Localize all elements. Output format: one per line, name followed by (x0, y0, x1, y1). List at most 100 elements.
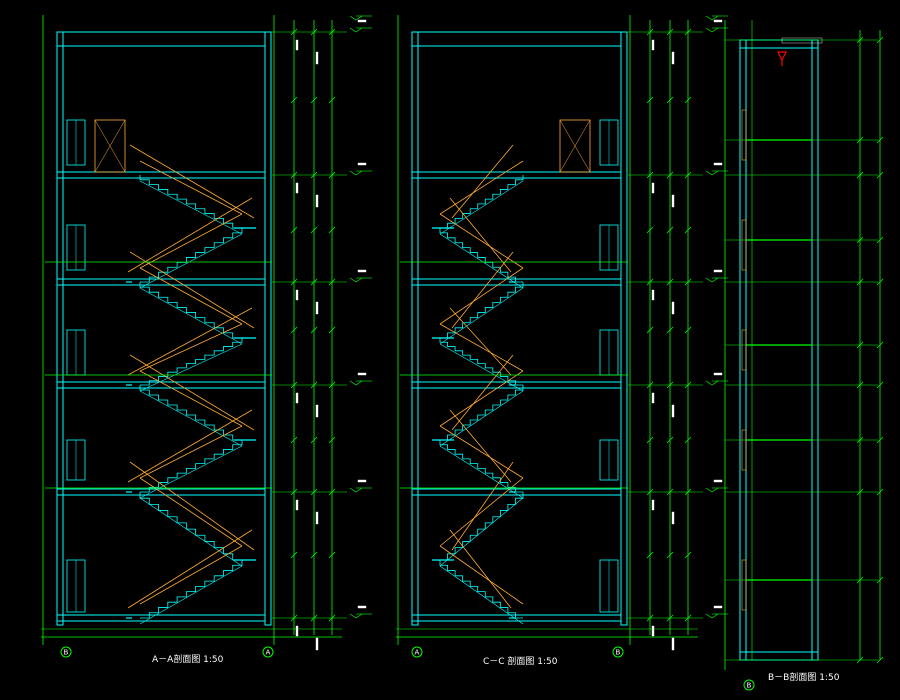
stair-steps (439, 228, 523, 283)
section-bb (724, 20, 884, 670)
roof-slab (411, 31, 622, 47)
bb-tick (856, 341, 864, 349)
level-text-mark (713, 372, 723, 376)
rail-diagonal (451, 144, 514, 219)
handrail (439, 323, 524, 372)
floor-slab (56, 381, 266, 389)
dim-text-mark (671, 51, 675, 65)
dimension-tick (646, 96, 654, 104)
wall-left (56, 31, 64, 626)
level-symbol (705, 277, 719, 283)
rail-diagonal (129, 251, 255, 329)
level-text-mark (357, 162, 367, 166)
stair-steps (440, 385, 524, 441)
bb-opening (741, 559, 747, 611)
door-frame (559, 119, 591, 173)
floor-slab (56, 171, 266, 179)
floor-slab (56, 614, 266, 622)
level-symbol (349, 380, 363, 386)
floor-slab (411, 614, 622, 622)
level-symbol (705, 15, 719, 21)
door-frame (94, 119, 126, 173)
dim-text-mark (295, 499, 299, 511)
bb-tick (876, 171, 884, 179)
level-text-mark (713, 162, 723, 166)
rail-diagonal (129, 144, 255, 219)
dimension-tick (328, 551, 336, 559)
bb-tick (876, 488, 884, 496)
floor-slab (411, 381, 622, 389)
level-symbol (349, 170, 363, 176)
stair-soffit (439, 445, 524, 499)
svg-text:A: A (266, 649, 271, 657)
bb-tick (856, 381, 864, 389)
stair-soffit (139, 343, 243, 392)
section-aa (41, 15, 372, 651)
stair-soffit (139, 180, 243, 235)
wall-right (264, 31, 272, 626)
dimension-tick (310, 96, 318, 104)
handrail (439, 160, 524, 215)
dimension-tick (666, 226, 674, 234)
bb-tick (876, 36, 884, 44)
dim-text-mark (315, 637, 319, 651)
dimension-tick (684, 226, 692, 234)
axis-bubble-cc-left: A (411, 646, 423, 658)
stair-steps (439, 560, 523, 619)
dim-text-mark (315, 511, 319, 525)
dim-text-mark (651, 39, 655, 51)
rail-diagonal (451, 354, 514, 431)
handrail (439, 545, 524, 605)
roof-slab (56, 31, 266, 47)
dim-text-mark (315, 301, 319, 315)
bb-wall-left (739, 39, 747, 661)
level-symbol (705, 27, 719, 33)
wall-right (620, 31, 628, 626)
stair-steps (439, 338, 523, 386)
stair-soffit (439, 390, 524, 447)
dimension-tick (290, 551, 298, 559)
axis-bubble-bb: B (743, 679, 755, 691)
dim-text-mark (295, 625, 299, 637)
level-symbol (705, 380, 719, 386)
level-text-mark (713, 19, 723, 23)
handrail (139, 545, 243, 605)
dimension-tick (684, 326, 692, 334)
stair-steps (139, 175, 242, 229)
dim-text-mark (651, 625, 655, 637)
handrail (439, 213, 524, 269)
dimension-tick (666, 436, 674, 444)
dim-text-mark (315, 404, 319, 418)
dim-text-mark (671, 511, 675, 525)
dimension-tick (310, 436, 318, 444)
dimension-tick (666, 326, 674, 334)
svg-text:B: B (616, 649, 621, 657)
dim-text-mark (671, 404, 675, 418)
title-section-bb: B－B剖面图 1:50 (768, 671, 840, 683)
level-symbol (349, 487, 363, 493)
title-section-aa: A－A剖面图 1:50 (152, 653, 224, 665)
bb-tick (876, 381, 884, 389)
dimension-tick (328, 226, 336, 234)
level-text-mark (357, 479, 367, 483)
bb-tick (856, 136, 864, 144)
dimension-tick (666, 96, 674, 104)
floor-slab (411, 278, 622, 286)
dim-text-mark (671, 637, 675, 651)
stair-steps (139, 385, 242, 441)
dimension-tick (684, 436, 692, 444)
stair-soffit (439, 343, 524, 392)
stair-soffit (139, 233, 243, 289)
dimension-tick (290, 436, 298, 444)
rail-diagonal (129, 461, 255, 551)
level-text-mark (357, 605, 367, 609)
dimension-tick (666, 551, 674, 559)
dim-text-mark (295, 392, 299, 404)
level-text-mark (357, 269, 367, 273)
stair-steps (140, 228, 243, 283)
stair-steps (140, 560, 243, 619)
stair-soffit (439, 565, 524, 625)
bb-tick (856, 488, 864, 496)
dimension-tick (646, 551, 654, 559)
